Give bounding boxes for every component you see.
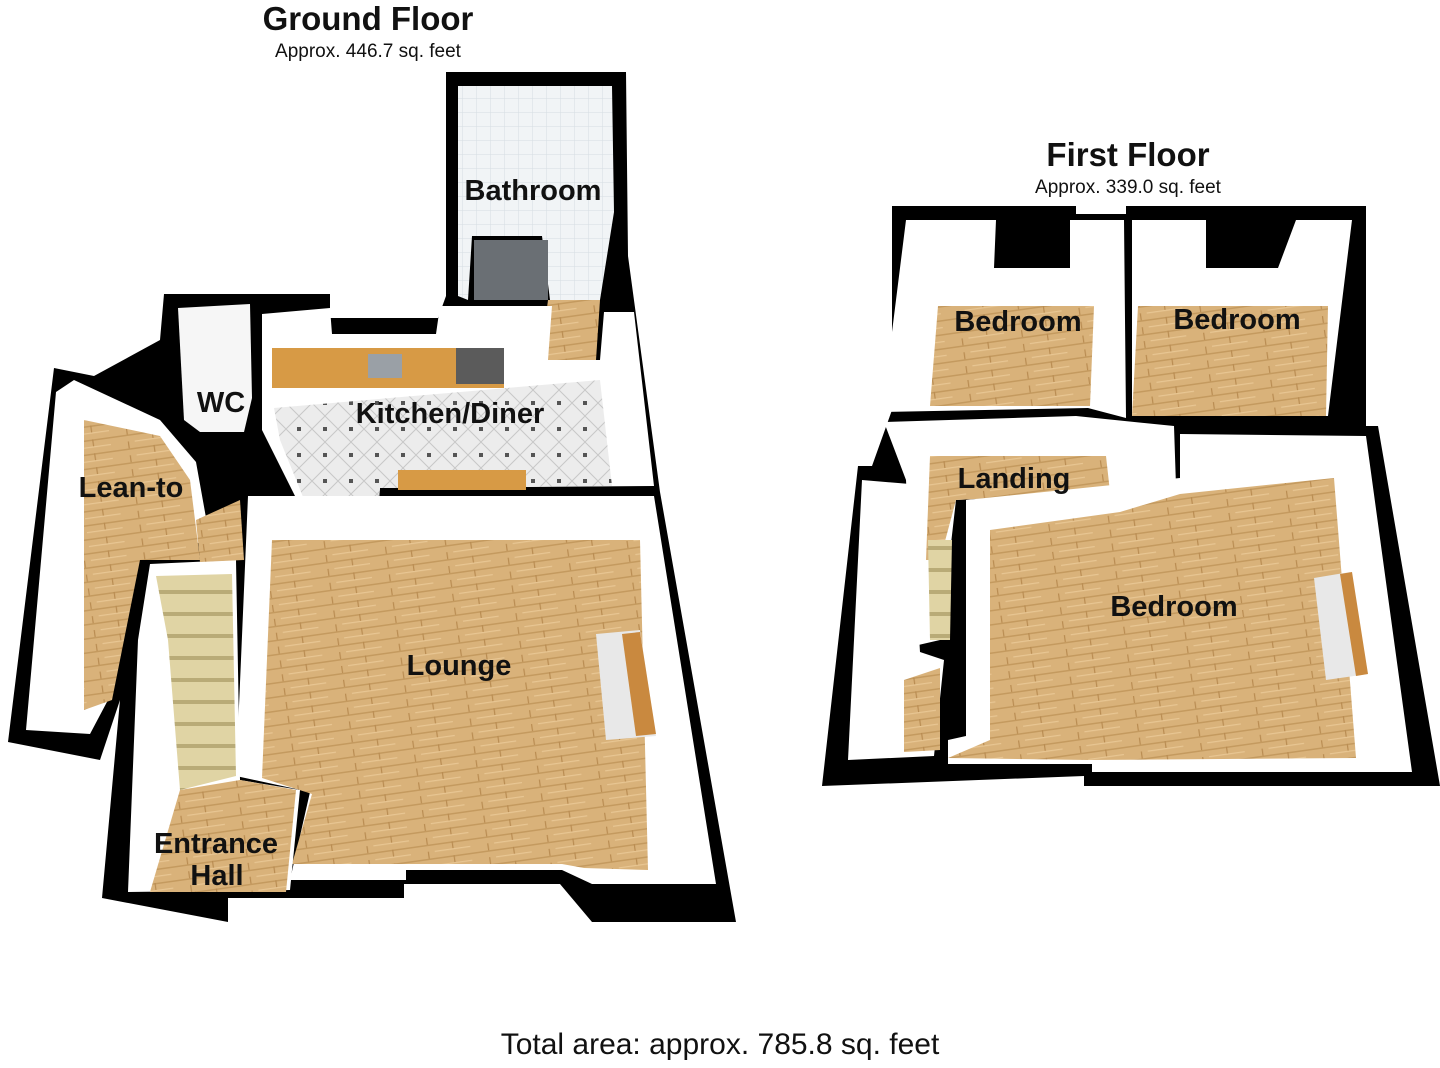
room-label-wc: WC — [197, 387, 245, 419]
staircase — [156, 574, 236, 790]
first-floor-area: Approx. 339.0 sq. feet — [1035, 177, 1221, 198]
room-label-entrance-hall-line1: Entrance — [154, 828, 278, 860]
room-label-bedroom-main: Bedroom — [1110, 591, 1237, 623]
first-floor-title: First Floor — [1046, 136, 1210, 173]
total-area: Total area: approx. 785.8 sq. feet — [500, 1028, 940, 1061]
room-label-bedroom-left: Bedroom — [954, 306, 1081, 338]
room-label-bedroom-right: Bedroom — [1173, 304, 1300, 336]
first-floor-plan — [822, 206, 1440, 786]
ground-floor-area: Approx. 446.7 sq. feet — [275, 41, 461, 62]
ground-floor-title: Ground Floor — [262, 0, 474, 37]
room-label-entrance-hall-line2: Hall — [190, 860, 243, 892]
bathroom-floor — [458, 86, 614, 300]
room-label-lean-to: Lean-to — [79, 472, 184, 504]
room-label-kitchen-diner: Kitchen/Diner — [356, 398, 545, 430]
room-label-landing: Landing — [958, 463, 1071, 495]
ground-floor-plan — [8, 72, 736, 922]
room-label-bathroom: Bathroom — [465, 175, 602, 207]
room-label-lounge: Lounge — [407, 650, 512, 682]
wc-floor — [178, 304, 252, 432]
